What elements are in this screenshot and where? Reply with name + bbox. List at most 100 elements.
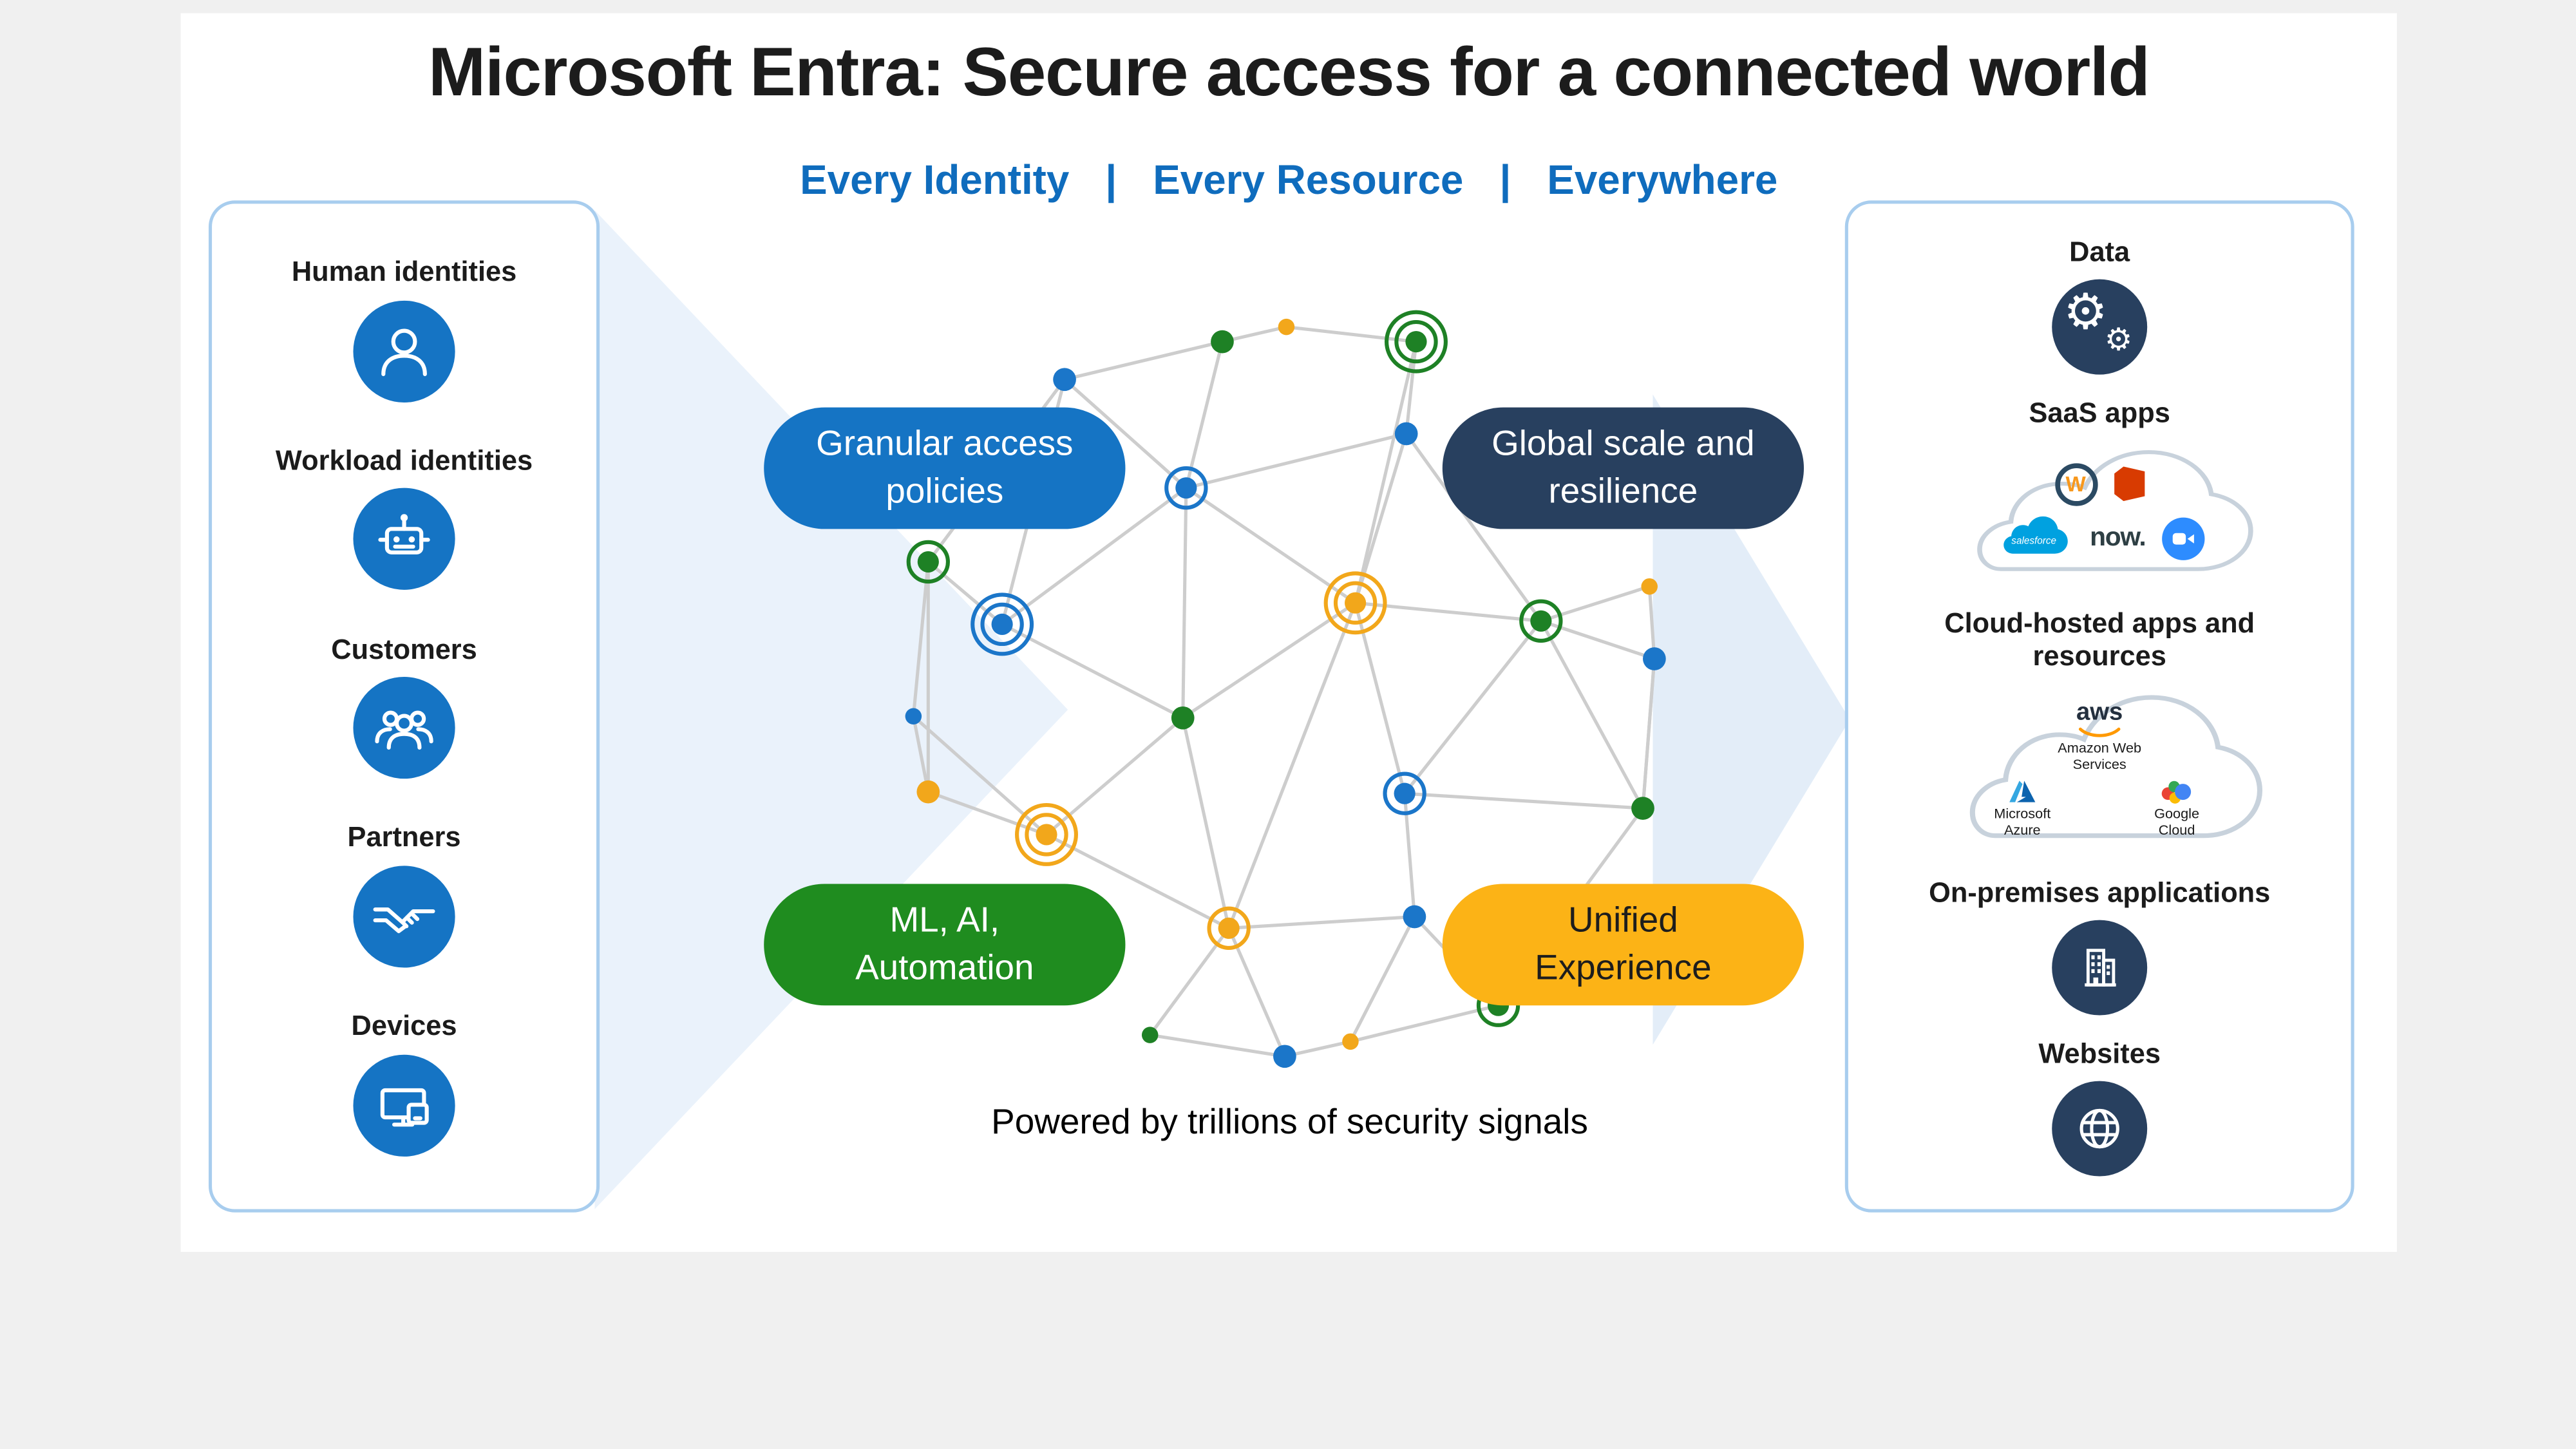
network-node-yellow: [1278, 318, 1295, 336]
azure-logo: Microsoft Azure: [1968, 779, 2076, 838]
network-node-blue: [1273, 1045, 1296, 1068]
human-identities-label: Human identities: [291, 256, 517, 289]
network-edge: [1186, 431, 1407, 490]
network-node-yellow: [1323, 571, 1387, 635]
network-node-yellow: [916, 780, 940, 804]
identities-panel: Human identities Workload identities: [208, 200, 600, 1213]
tagline-every-resource: Every Resource: [1153, 157, 1464, 204]
pill-ml-ai-automation: ML, AI, Automation: [764, 884, 1126, 1006]
panel-item-cloud-hosted: Cloud-hosted apps and resources aws Amaz…: [1926, 607, 2274, 855]
aws-wordmark: aws: [2076, 699, 2123, 727]
network-edge: [1045, 716, 1184, 836]
devices-label: Devices: [351, 1010, 457, 1042]
tagline-everywhere: Everywhere: [1547, 157, 1778, 204]
servicenow-icon: now.: [2090, 523, 2146, 551]
network-edge: [1540, 585, 1650, 623]
on-premises-label: On-premises applications: [1929, 877, 2271, 909]
saas-logo-row-bottom: salesforce now.: [1994, 513, 2205, 563]
panel-item-customers: Customers: [331, 634, 477, 779]
network-edge: [1354, 341, 1418, 603]
network-node-blue: [1383, 772, 1426, 815]
data-label: Data: [2069, 236, 2130, 267]
network-node-yellow: [1015, 802, 1078, 866]
network-edge: [1001, 486, 1188, 626]
aws-smile-icon: [2078, 728, 2121, 738]
partners-label: Partners: [347, 822, 461, 854]
network-edge: [912, 715, 1048, 836]
pill-granular-access-policies: Granular access policies: [764, 407, 1126, 529]
office-icon: [2113, 466, 2145, 502]
aws-logo: aws Amazon Web Services: [2049, 701, 2150, 774]
websites-label: Websites: [2038, 1038, 2161, 1070]
handshake-icon: [353, 866, 455, 968]
network-edge: [1001, 623, 1184, 720]
robot-icon: [353, 488, 455, 591]
network-node-green: [1141, 1027, 1159, 1043]
network-node-yellow: [1207, 906, 1251, 950]
network-edge: [1227, 927, 1287, 1057]
network-edge: [1148, 927, 1231, 1036]
aws-label: Amazon Web Services: [2058, 739, 2142, 773]
network-edge: [1539, 620, 1645, 810]
network-node-blue: [905, 708, 922, 724]
network-node-blue: [1164, 466, 1208, 510]
person-icon: [353, 300, 455, 402]
network-edge: [1045, 833, 1230, 930]
network-edge: [1229, 914, 1415, 930]
workload-identities-label: Workload identities: [275, 445, 533, 477]
network-edge: [1184, 341, 1224, 489]
salesforce-wordmark: salesforce: [2012, 535, 2057, 545]
tagline-separator: |: [1499, 157, 1511, 204]
network-edge: [1227, 602, 1357, 929]
data-gears-icon: ⚙ ⚙: [2052, 279, 2148, 375]
panel-item-websites: Websites: [2038, 1038, 2161, 1177]
network-node-yellow: [1641, 578, 1658, 595]
tagline: Every Identity | Every Resource | Everyw…: [181, 158, 2397, 205]
network-node-green: [906, 540, 950, 584]
azure-label: Microsoft Azure: [1994, 804, 2051, 838]
panel-item-human-identities: Human identities: [292, 257, 516, 402]
panel-item-devices: Devices: [351, 1010, 457, 1156]
network-edge: [1405, 432, 1542, 622]
saas-apps-cloud: W salesforce now.: [1935, 440, 2264, 585]
network-edge: [1349, 916, 1416, 1043]
azure-icon: [2009, 781, 2036, 802]
cloud-outline-icon: [1969, 696, 2263, 839]
panel-item-partners: Partners: [347, 822, 461, 968]
network-edge: [1150, 1033, 1285, 1058]
network-edge: [1647, 586, 1656, 659]
network-node-blue: [1643, 647, 1666, 670]
network-edge: [1641, 658, 1656, 809]
google-cloud-icon: [2161, 781, 2192, 804]
pill-global-scale-resilience: Global scale and resilience: [1442, 407, 1804, 529]
network-edge: [911, 715, 930, 793]
infographic-canvas: Microsoft Entra: Secure access for a con…: [180, 13, 2397, 1252]
caption-security-signals: Powered by trillions of security signals: [991, 1102, 1588, 1142]
cloud-hosted-label: Cloud-hosted apps and resources: [1944, 607, 2255, 672]
network-node-green: [1211, 330, 1234, 354]
gear-icon: ⚙: [2104, 321, 2133, 359]
network-edge: [1064, 340, 1223, 381]
resources-panel: Data ⚙ ⚙ SaaS apps W: [1844, 200, 2354, 1213]
panel-item-on-premises: On-premises applications: [1929, 877, 2270, 1016]
network-edge: [1181, 717, 1231, 929]
network-node-green: [1631, 797, 1654, 820]
network-edge: [911, 562, 930, 717]
network-edge: [1181, 488, 1188, 718]
network-node-green: [1384, 310, 1448, 374]
salesforce-icon: salesforce: [2003, 515, 2068, 553]
network-edge: [1403, 620, 1542, 795]
network-node-green: [1171, 706, 1195, 730]
building-icon: [2052, 920, 2148, 1016]
google-cloud-logo: Google Cloud: [2123, 779, 2231, 838]
zoom-icon: [2161, 516, 2205, 560]
network-edge: [1354, 433, 1408, 603]
network-node-blue: [1053, 368, 1076, 392]
tagline-every-identity: Every Identity: [800, 157, 1070, 204]
saas-logo-row-top: W: [2054, 462, 2145, 506]
network-node-yellow: [1342, 1033, 1359, 1050]
google-cloud-label: Google Cloud: [2154, 804, 2200, 838]
panel-item-saas-apps: SaaS apps W salesforce: [1935, 397, 2264, 585]
panel-item-data: Data ⚙ ⚙: [2052, 236, 2148, 375]
